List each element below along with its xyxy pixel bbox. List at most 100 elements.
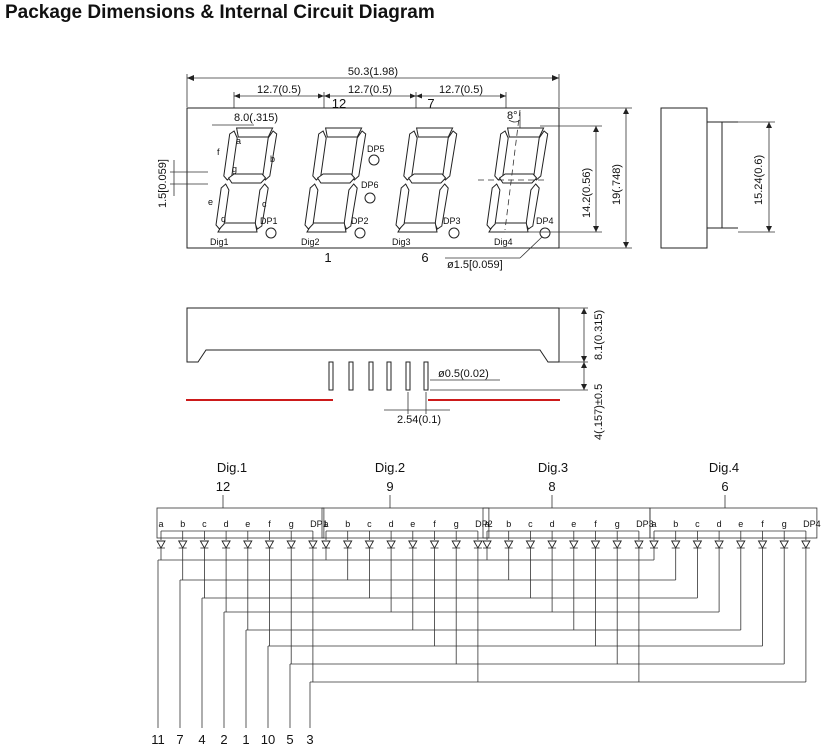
led-diode bbox=[473, 540, 483, 549]
digit-3-segment-f bbox=[403, 130, 418, 181]
dp-diameter-leader bbox=[519, 236, 543, 259]
pin-diameter-label: ø0.5(0.02) bbox=[438, 368, 489, 380]
digit-3-segment-a bbox=[415, 127, 454, 138]
pin-mark-1: 1 bbox=[324, 250, 331, 265]
digit-4-name: Dig.4 bbox=[709, 460, 739, 475]
seg-label-e: e bbox=[208, 197, 213, 207]
circuit-seg-label: f bbox=[594, 519, 597, 529]
pin-1 bbox=[328, 361, 334, 391]
side-pin-outline bbox=[707, 121, 723, 229]
dp3-label: DP3 bbox=[443, 216, 461, 226]
pin-pitch-label: 2.54(0.1) bbox=[397, 414, 441, 426]
led-diode bbox=[714, 540, 724, 549]
led-diode bbox=[243, 540, 253, 549]
dp2-label: DP2 bbox=[351, 216, 369, 226]
slant-label: 8° bbox=[507, 110, 518, 122]
led-diode bbox=[649, 540, 659, 549]
led-diode bbox=[736, 540, 746, 549]
circuit-seg-label: e bbox=[571, 519, 576, 529]
digit-2-pin: 9 bbox=[386, 479, 393, 494]
circuit-seg-label: b bbox=[345, 519, 350, 529]
circuit-seg-label: c bbox=[695, 519, 700, 529]
bottom-view: 8.1(0.315) 4(.157)±0.5 ø0.5(0.02) 2.54(0… bbox=[186, 307, 605, 440]
side-view: 15.24(0.6) bbox=[660, 107, 775, 249]
led-diode bbox=[199, 540, 210, 549]
seg-label-a: a bbox=[236, 136, 241, 146]
digit-4-segment-a bbox=[506, 127, 545, 138]
circuit-seg-label: DP4 bbox=[803, 519, 821, 529]
circuit-seg-label: e bbox=[410, 519, 415, 529]
digit-4-segment-e bbox=[486, 183, 501, 230]
digit-4-segment-b bbox=[533, 130, 549, 181]
led-diode bbox=[221, 540, 231, 549]
bottom-pin-label: 5 bbox=[286, 732, 293, 747]
pitch-1-label: 12.7(0.5) bbox=[257, 84, 301, 96]
segment-width-label: 8.0(.315) bbox=[234, 112, 278, 124]
circuit-seg-label: g bbox=[289, 519, 294, 529]
led-diode bbox=[286, 540, 296, 549]
circuit-seg-label: b bbox=[180, 519, 185, 529]
dp-diameter-label: ø1.5[0.059] bbox=[447, 259, 503, 271]
led-diode bbox=[429, 540, 440, 549]
pin-mark-7: 7 bbox=[427, 96, 434, 111]
dp1-label: DP1 bbox=[260, 216, 278, 226]
segment-outlines bbox=[215, 127, 549, 233]
digit-4-pin: 6 bbox=[721, 479, 728, 494]
seg-label-b: b bbox=[270, 154, 275, 164]
display-body-outline bbox=[186, 107, 560, 249]
dp4-circle bbox=[539, 227, 551, 239]
dig1-label: Dig1 bbox=[210, 237, 229, 247]
digit-2-segment-a bbox=[324, 127, 363, 138]
led-diode bbox=[408, 540, 418, 549]
led-diode bbox=[525, 540, 536, 549]
circuit-seg-label: b bbox=[673, 519, 678, 529]
front-view: 50.3(1.98) 12.7(0.5) 12.7(0.5) 12.7(0.5)… bbox=[157, 66, 632, 271]
circuit-seg-label: f bbox=[268, 519, 271, 529]
digit-3-segment-e bbox=[395, 183, 410, 230]
pin-mark-12: 12 bbox=[332, 96, 346, 111]
led-diode bbox=[801, 540, 811, 549]
circuit-seg-label: a bbox=[323, 519, 328, 529]
circuit-seg-label: a bbox=[651, 519, 656, 529]
circuit-seg-label: c bbox=[528, 519, 533, 529]
circuit-seg-label: d bbox=[389, 519, 394, 529]
pin-4 bbox=[386, 361, 392, 391]
led-diode bbox=[590, 540, 601, 549]
led-diode bbox=[482, 540, 492, 549]
digit-1-segment-e bbox=[215, 183, 230, 230]
circuit-seg-label: g bbox=[615, 519, 620, 529]
dp5-circle bbox=[368, 154, 380, 166]
digit-2-segment-c bbox=[343, 183, 358, 230]
circuit-seg-label: a bbox=[158, 519, 163, 529]
bottom-pin-label: 4 bbox=[198, 732, 205, 747]
circuit-seg-label: e bbox=[245, 519, 250, 529]
digit-4-segment-f bbox=[494, 130, 509, 181]
dp6-label: DP6 bbox=[361, 180, 379, 190]
bottom-body bbox=[186, 307, 560, 363]
circuit-seg-label: d bbox=[550, 519, 555, 529]
pin-3 bbox=[368, 361, 374, 391]
led-diode bbox=[364, 540, 375, 549]
led-diode bbox=[386, 540, 396, 549]
digit4-slant-centerline bbox=[504, 109, 521, 231]
led-diode bbox=[757, 540, 768, 549]
led-diode bbox=[779, 540, 789, 549]
circuit-seg-label: g bbox=[782, 519, 787, 529]
side-body bbox=[660, 107, 708, 249]
digit-height-label: 14.2(0.56) bbox=[581, 168, 593, 218]
dp2-circle bbox=[354, 227, 366, 239]
dp6-circle bbox=[364, 192, 376, 204]
seg-label-f: f bbox=[217, 147, 220, 157]
circuit-seg-label: f bbox=[761, 519, 764, 529]
pin-6 bbox=[423, 361, 429, 391]
led-diode bbox=[569, 540, 579, 549]
digit-2-segment-e bbox=[304, 183, 319, 230]
circuit-seg-label: f bbox=[433, 519, 436, 529]
led-diode bbox=[670, 540, 681, 549]
circuit-seg-label: d bbox=[717, 519, 722, 529]
digit-4-segment-g bbox=[498, 173, 538, 184]
circuit-seg-label: a bbox=[484, 519, 489, 529]
digit-1-name: Dig.1 bbox=[217, 460, 247, 475]
digit-1-segment-c bbox=[254, 183, 269, 230]
